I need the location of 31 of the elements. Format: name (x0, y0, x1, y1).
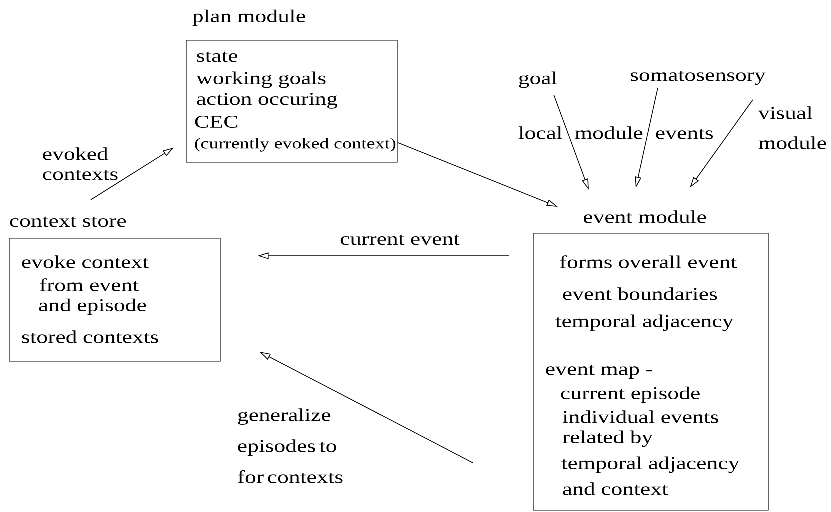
module-box: evoke context from event and episode stored contexts (9, 238, 221, 362)
module-heading: context store (10, 216, 126, 228)
input-label: somatosensory (631, 71, 766, 86)
node-label: stored contexts (22, 330, 158, 344)
arrow-group-label: local module events (518, 126, 713, 140)
node-label: from event (40, 278, 139, 292)
edge-label: generalize episodes to for contexts (238, 408, 343, 484)
node-label: event boundaries (563, 288, 718, 300)
node-label: action occuring (197, 93, 338, 109)
node-label: and episode (39, 298, 146, 316)
module-box: state working goals action occuring CEC (currently evoked context) (186, 40, 398, 163)
input-label: visual module (758, 106, 826, 150)
node-label: related by (562, 430, 654, 448)
node-label: (currently evoked context) (195, 138, 396, 152)
node-label: working goals (196, 72, 326, 88)
node-label: CEC (195, 116, 238, 128)
node-label: current episode (561, 386, 700, 404)
node-label: evoke context (22, 256, 149, 268)
node-label: and context (563, 482, 668, 496)
edge-label: evoked contexts (43, 148, 118, 180)
node-label: temporal adjacency (562, 456, 740, 474)
node-label: individual events (562, 410, 718, 424)
node-label: event map - (546, 365, 652, 379)
node-label: temporal adjacency (556, 314, 734, 332)
module-box: forms overall event event boundaries temporal adjacency event map - current episode individual events related by temporal adjacency and context (533, 233, 769, 511)
input-label: goal (519, 72, 558, 88)
edge-label: current event (340, 234, 460, 246)
module-heading: plan module (192, 10, 306, 26)
node-label: state (197, 52, 238, 62)
module-heading: event module (584, 210, 706, 224)
node-label: forms overall event (560, 256, 738, 268)
